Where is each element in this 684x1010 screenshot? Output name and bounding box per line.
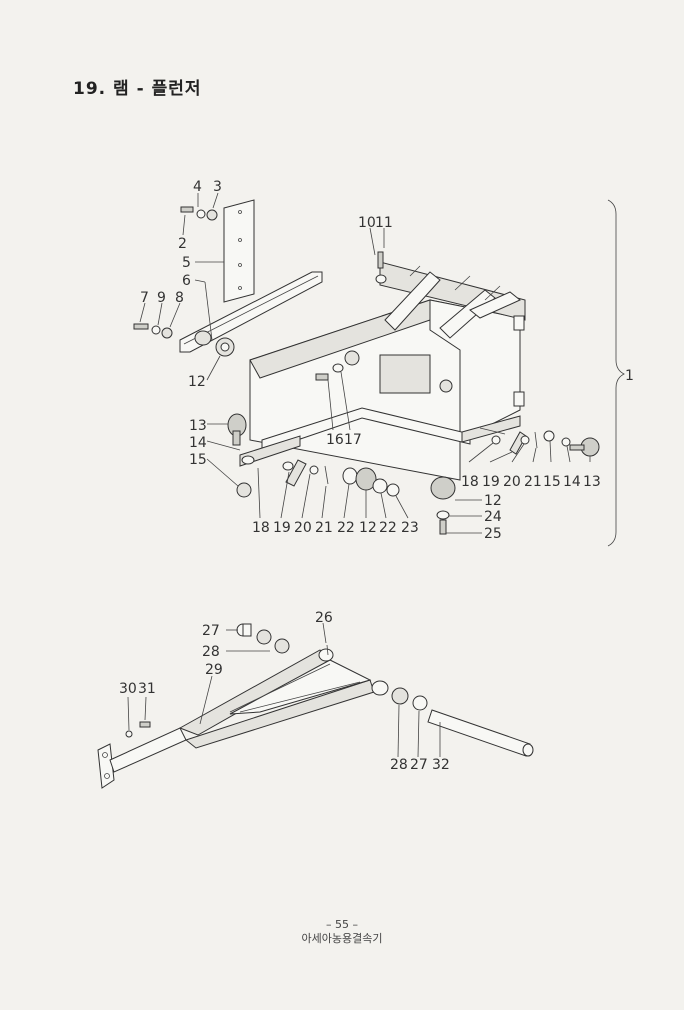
callout-17: 17 <box>344 432 362 448</box>
callout-13-left: 13 <box>189 418 207 434</box>
callout-18-right: 18 <box>461 474 479 490</box>
footer-caption: 아세아농용결속기 <box>301 932 383 945</box>
callout-2: 2 <box>178 236 187 252</box>
callout-31: 31 <box>138 681 156 697</box>
callout-25: 25 <box>484 526 502 542</box>
callout-16: 16 <box>326 432 344 448</box>
upper-callouts: 4 3 2 5 6 7 9 8 12 10 11 13 14 15 16 17 … <box>140 179 634 542</box>
callout-19-left: 19 <box>273 520 291 536</box>
callout-24: 24 <box>484 509 502 525</box>
callout-14-left: 14 <box>189 435 207 451</box>
callout-19-right: 19 <box>482 474 500 490</box>
callout-15-left: 15 <box>189 452 207 468</box>
lower-callouts: 27 28 29 26 30 31 28 27 32 <box>119 610 450 773</box>
callout-28-left: 28 <box>202 644 220 660</box>
callout-30: 30 <box>119 681 137 697</box>
callout-18-left: 18 <box>252 520 270 536</box>
callout-21-left: 21 <box>315 520 333 536</box>
callout-14-right: 14 <box>563 474 581 490</box>
callout-21-right: 21 <box>524 474 542 490</box>
callout-12-right: 12 <box>484 493 502 509</box>
callout-6: 6 <box>182 273 191 289</box>
ram-plunger-assembly-drawing <box>133 192 625 547</box>
callout-15-right: 15 <box>543 474 561 490</box>
callout-10: 10 <box>358 215 376 231</box>
callout-4: 4 <box>193 179 202 195</box>
callout-3: 3 <box>213 179 222 195</box>
page-title: 19. 램 - 플런저 <box>73 79 202 99</box>
callout-13-right: 13 <box>583 474 601 490</box>
callout-29: 29 <box>205 662 223 678</box>
callout-27-left: 27 <box>202 623 220 639</box>
callout-23: 23 <box>401 520 419 536</box>
callout-7: 7 <box>140 290 149 306</box>
page-footer: – 55 – 아세아농용결속기 <box>0 918 684 946</box>
callout-9: 9 <box>157 290 166 306</box>
callout-32: 32 <box>432 757 450 773</box>
callout-22-a: 22 <box>337 520 355 536</box>
callout-27-right: 27 <box>410 757 428 773</box>
callout-11: 11 <box>375 215 393 231</box>
callout-12-center: 12 <box>359 520 377 536</box>
callout-1-assembly: 1 <box>625 368 634 384</box>
callout-28-right: 28 <box>390 757 408 773</box>
callout-12-left: 12 <box>188 374 206 390</box>
page-number: – 55 – <box>326 918 358 931</box>
callout-20-right: 20 <box>503 474 521 490</box>
callout-5: 5 <box>182 255 191 271</box>
callout-22-b: 22 <box>379 520 397 536</box>
callout-8: 8 <box>175 290 184 306</box>
lever-arm-assembly-drawing <box>97 622 534 789</box>
callout-26: 26 <box>315 610 333 626</box>
callout-20-left: 20 <box>294 520 312 536</box>
